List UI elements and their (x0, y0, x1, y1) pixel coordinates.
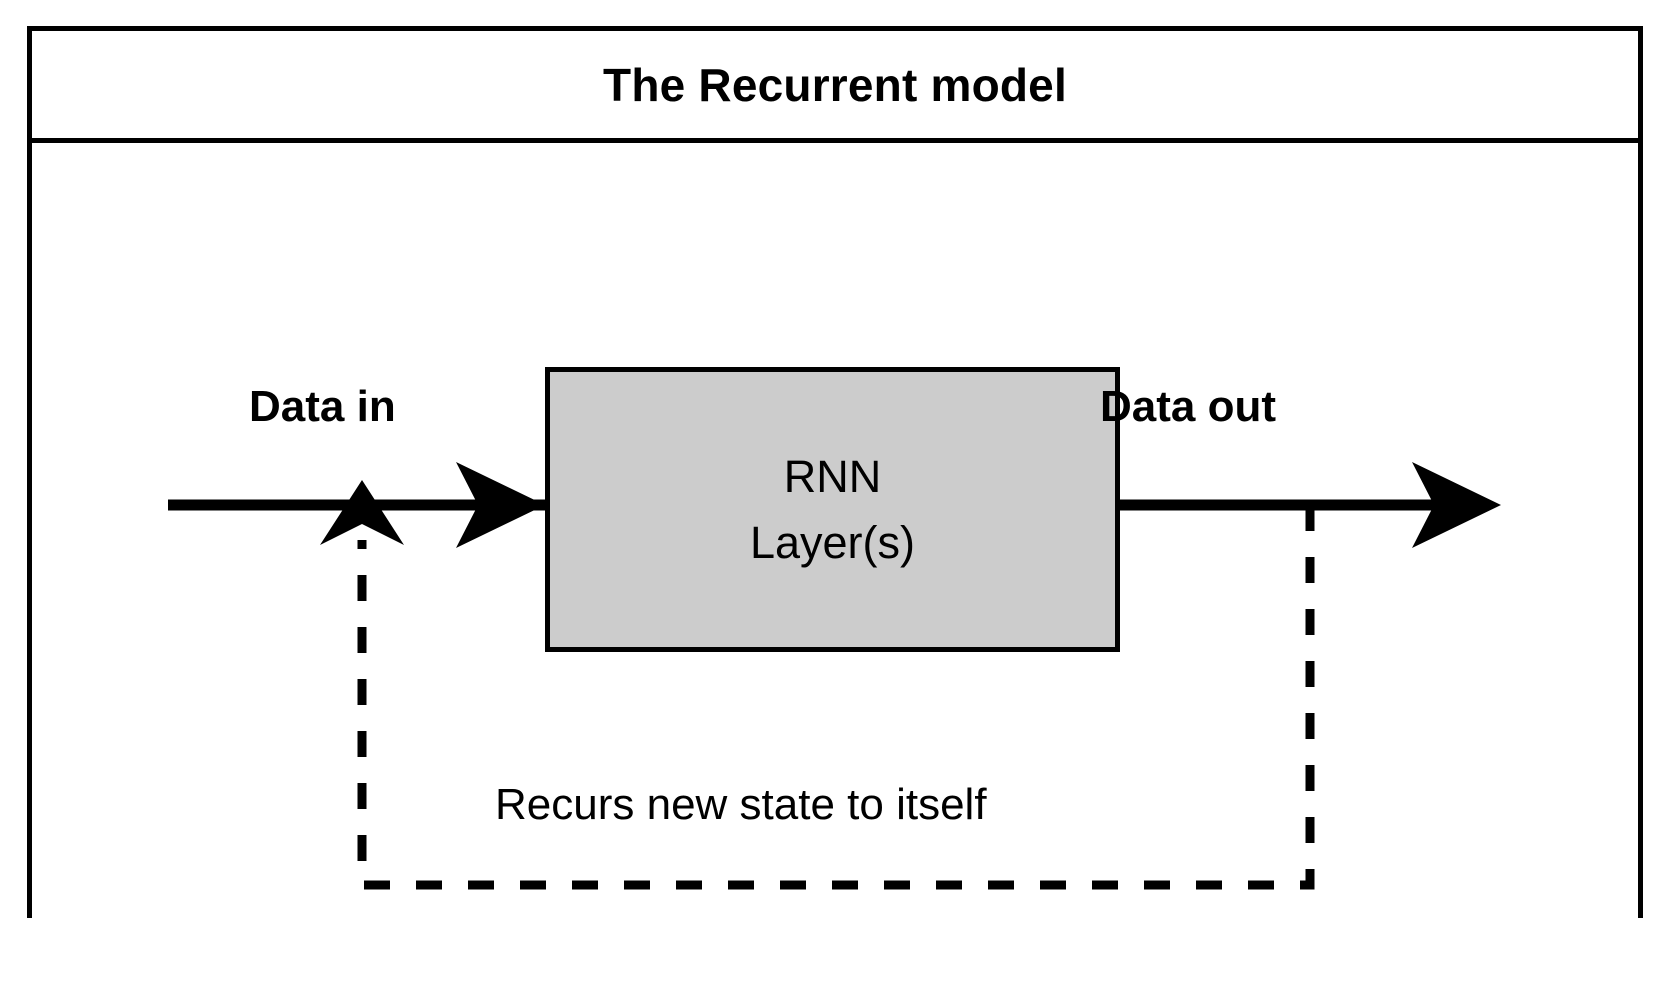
figure-title: The Recurrent model (603, 58, 1067, 111)
data-in-label: Data in (249, 382, 396, 431)
rnn-block-label-line2: Layer(s) (749, 516, 916, 568)
data-out-label: Data out (1100, 382, 1276, 431)
rnn-block: RNN Layer(s) (545, 367, 1120, 652)
rnn-block-label-line1: RNN (783, 451, 882, 503)
recurrence-caption: Recurs new state to itself (487, 783, 995, 827)
figure-title-bar: The Recurrent model (32, 31, 1638, 143)
